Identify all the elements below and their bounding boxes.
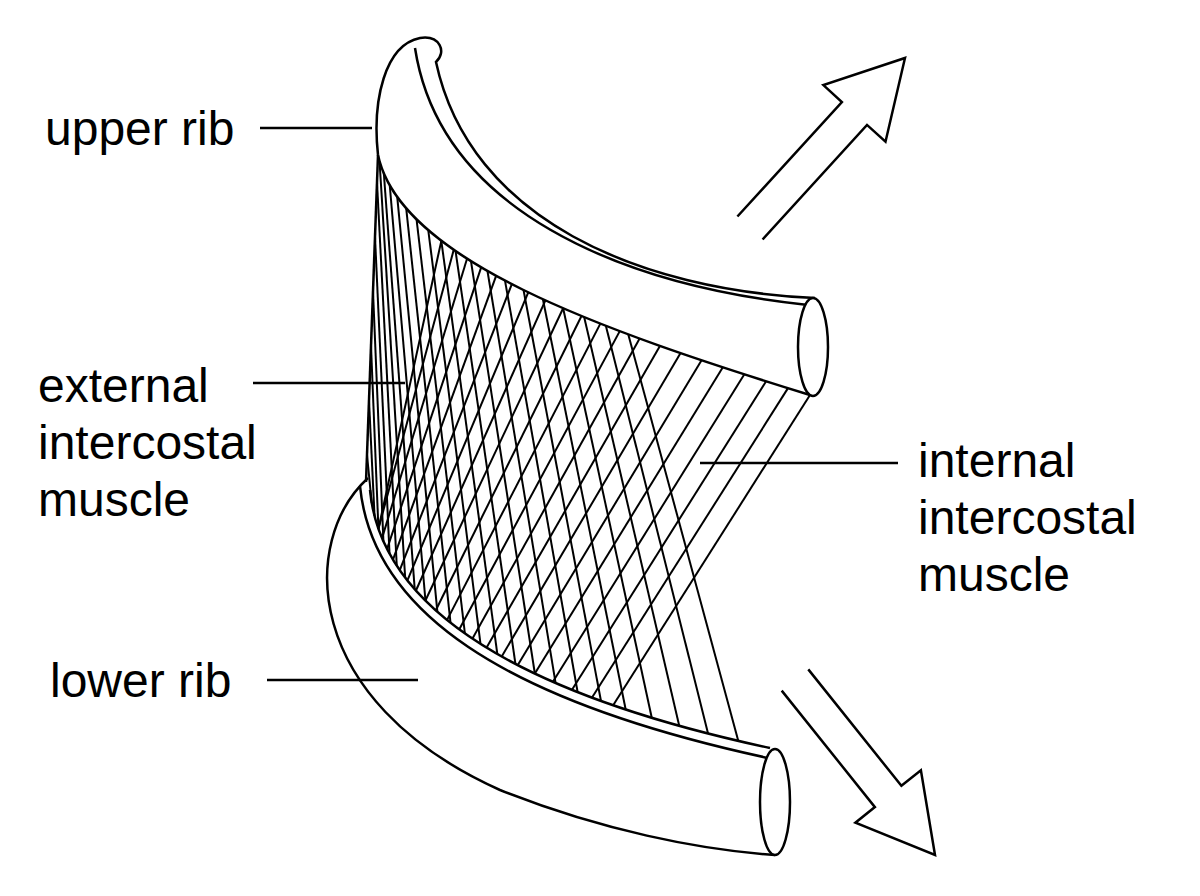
- external-fiber: [524, 290, 601, 701]
- part-label: upper rib: [45, 102, 234, 155]
- external-fiber: [628, 334, 738, 741]
- external-fiber: [373, 291, 383, 541]
- internal-fiber: [487, 346, 660, 648]
- muscle-border: [366, 155, 378, 482]
- internal-fiber: [518, 360, 702, 665]
- internal-fiber: [535, 367, 723, 673]
- internal-fiber: [473, 339, 640, 639]
- external-fiber: [456, 251, 516, 664]
- internal-fiber: [613, 395, 810, 705]
- lower-rib-outer: [327, 478, 775, 855]
- external-fiber: [606, 326, 708, 734]
- leader-line: [700, 462, 898, 465]
- lower-rib-end: [760, 749, 790, 855]
- leader-line: [260, 127, 372, 130]
- internal-fiber: [447, 324, 600, 620]
- internal-fiber: [502, 353, 681, 656]
- internal-fiber: [416, 300, 545, 590]
- internal-fiber: [553, 374, 744, 681]
- external-fiber: [543, 299, 626, 709]
- label-box: lower rib: [50, 652, 231, 709]
- internal-fiber: [387, 267, 481, 549]
- label-box: external intercostal muscle: [38, 357, 283, 528]
- upper-rib-groove: [415, 48, 808, 305]
- upper-rib-outer: [377, 38, 815, 298]
- movement-arrow: [782, 669, 935, 855]
- leader-line: [267, 679, 418, 682]
- label-box: upper rib: [45, 100, 234, 157]
- internal-fiber: [378, 250, 453, 529]
- label-box: internal intercostal muscle: [918, 432, 1168, 603]
- lower-rib-groove: [360, 486, 768, 758]
- upper-rib-end: [798, 298, 828, 396]
- internal-fiber: [459, 331, 619, 629]
- internal-fiber: [436, 316, 582, 610]
- part-label: external intercostal muscle: [38, 359, 257, 526]
- upper-rib-inner: [378, 155, 810, 395]
- internal-fiber: [572, 381, 766, 689]
- internal-fiber: [425, 308, 563, 600]
- internal-fiber: [407, 292, 528, 580]
- internal-fiber: [393, 276, 496, 560]
- lower-rib-inner: [370, 490, 770, 748]
- part-label: lower rib: [50, 654, 231, 707]
- internal-fiber: [382, 259, 467, 538]
- leader-line: [253, 382, 405, 385]
- part-label: internal intercostal muscle: [918, 434, 1137, 601]
- movement-arrow: [737, 58, 905, 240]
- internal-fiber: [592, 388, 788, 697]
